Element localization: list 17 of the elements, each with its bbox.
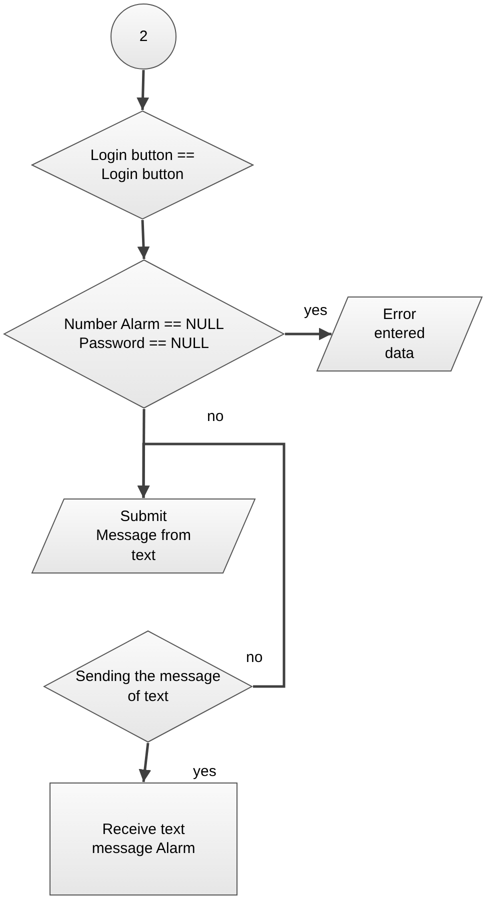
- arrow: [138, 742, 152, 782]
- decision-diamond: [31, 110, 254, 220]
- node-text: Receive text message Alarm: [90, 820, 196, 858]
- process-box: [49, 782, 238, 896]
- arrow: [137, 220, 150, 260]
- data-parallelogram: [31, 498, 256, 574]
- node-text: 2: [138, 26, 149, 46]
- arrow: [136, 70, 150, 110]
- decision-diamond: [3, 259, 285, 409]
- node-text: Login button == Login button: [89, 146, 196, 184]
- arrow: [137, 442, 286, 688]
- arrow: [285, 328, 332, 340]
- node-text: Sending the message of text: [74, 667, 222, 706]
- connector-circle: [110, 3, 177, 70]
- node-text: Number Alarm == NULL Password == NULL: [62, 314, 226, 354]
- node-text: Submit Message from text: [94, 506, 192, 566]
- node-text: Error entered data: [373, 304, 426, 364]
